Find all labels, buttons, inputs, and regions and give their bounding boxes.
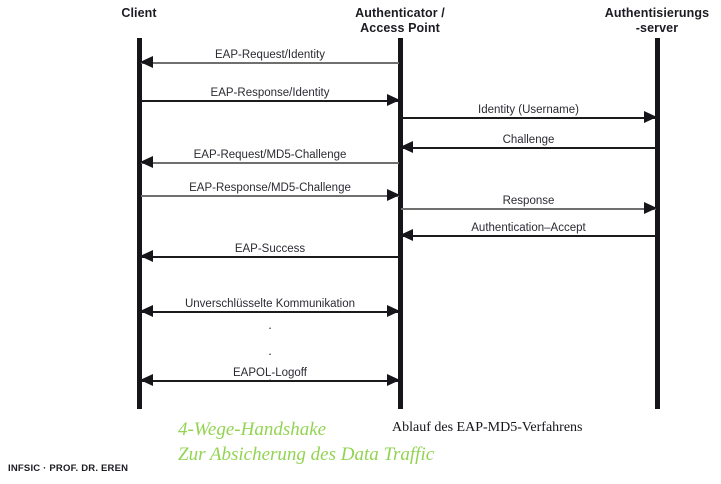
arrowhead-right — [387, 94, 400, 106]
message-unverschluesselte-kommunikation: Unverschlüsselte Kommunikation — [140, 298, 400, 322]
message-label: Authentication–Accept — [471, 222, 586, 234]
message-shaft — [141, 311, 399, 313]
participant-label-server-line2: -server — [635, 21, 679, 35]
participant-label-authenticator-line1: Authenticator / — [355, 6, 445, 20]
arrowhead-right — [387, 305, 400, 317]
message-shaft — [141, 195, 399, 197]
arrowhead-left — [140, 374, 153, 386]
message-label: EAP-Response/MD5-Challenge — [189, 182, 351, 194]
message-authentication-accept: Authentication–Accept — [400, 222, 656, 246]
arrowhead-left — [140, 156, 153, 168]
arrowhead-right — [387, 189, 400, 201]
arrowhead-left — [400, 229, 413, 241]
participant-header-client: Client — [99, 6, 179, 21]
lifeline-authenticator — [398, 38, 403, 409]
message-label: Challenge — [502, 134, 555, 146]
message-shaft — [141, 256, 399, 258]
message-shaft — [141, 100, 399, 102]
participant-header-authenticator: Authenticator / Access Point — [330, 6, 470, 36]
message-shaft — [401, 208, 656, 210]
message-shaft — [401, 235, 656, 237]
message-shaft — [141, 62, 399, 64]
message-shaft — [141, 380, 399, 382]
message-eap-response-identity: EAP-Response/Identity — [141, 87, 400, 111]
lifeline-server — [655, 38, 660, 409]
participant-label-server-line1: Authentisierungs — [604, 6, 710, 20]
message-label: EAP-Response/Identity — [210, 87, 330, 99]
message-label: Identity (Username) — [478, 104, 579, 116]
participant-header-server: Authentisierungs -server — [587, 6, 721, 36]
ellipsis-dot-2: · — [267, 346, 273, 361]
arrowhead-left — [140, 305, 153, 317]
message-identity-username: Identity (Username) — [401, 104, 657, 128]
arrowhead-right — [387, 374, 400, 386]
participant-label-client-line1: Client — [121, 6, 157, 20]
message-challenge: Challenge — [400, 134, 656, 158]
message-label: Unverschlüsselte Kommunikation — [184, 298, 356, 310]
footer-credit: INFSIC · PROF. DR. EREN — [8, 463, 129, 474]
ellipsis-dot-1: · — [267, 320, 273, 335]
message-shaft — [141, 162, 399, 164]
message-eap-success: EAP-Success — [140, 243, 399, 267]
message-response: Response — [401, 195, 657, 219]
arrowhead-left — [140, 56, 153, 68]
message-label: EAP-Success — [234, 243, 306, 255]
message-eap-response-md5-challenge: EAP-Response/MD5-Challenge — [141, 182, 400, 206]
message-eapol-logoff: EAPOL-Logoff — [140, 367, 400, 391]
message-shaft — [401, 147, 656, 149]
diagram-caption: Ablauf des EAP-MD5-Verfahrens — [392, 420, 583, 435]
ellipsis-dot-3: · — [141, 373, 399, 386]
lifeline-client — [137, 38, 142, 409]
arrowhead-left — [400, 141, 413, 153]
arrowhead-right — [644, 111, 657, 123]
message-shaft — [401, 117, 656, 119]
arrowhead-left — [140, 250, 153, 262]
vertical-ellipsis: · · · — [141, 321, 399, 386]
caption-green-line2: Zur Absicherung des Data Traffic — [178, 444, 435, 465]
message-eap-request-identity: EAP-Request/Identity — [140, 49, 399, 73]
message-label: EAPOL-Logoff — [233, 367, 307, 379]
arrowhead-right — [644, 202, 657, 214]
participant-label-authenticator-line2: Access Point — [360, 21, 440, 35]
message-label: EAP-Request/MD5-Challenge — [193, 149, 347, 161]
message-label: Response — [502, 195, 555, 207]
caption-green-line1: 4-Wege-Handshake — [178, 419, 327, 440]
message-label: EAP-Request/Identity — [215, 49, 325, 61]
message-eap-request-md5-challenge: EAP-Request/MD5-Challenge — [140, 149, 399, 173]
